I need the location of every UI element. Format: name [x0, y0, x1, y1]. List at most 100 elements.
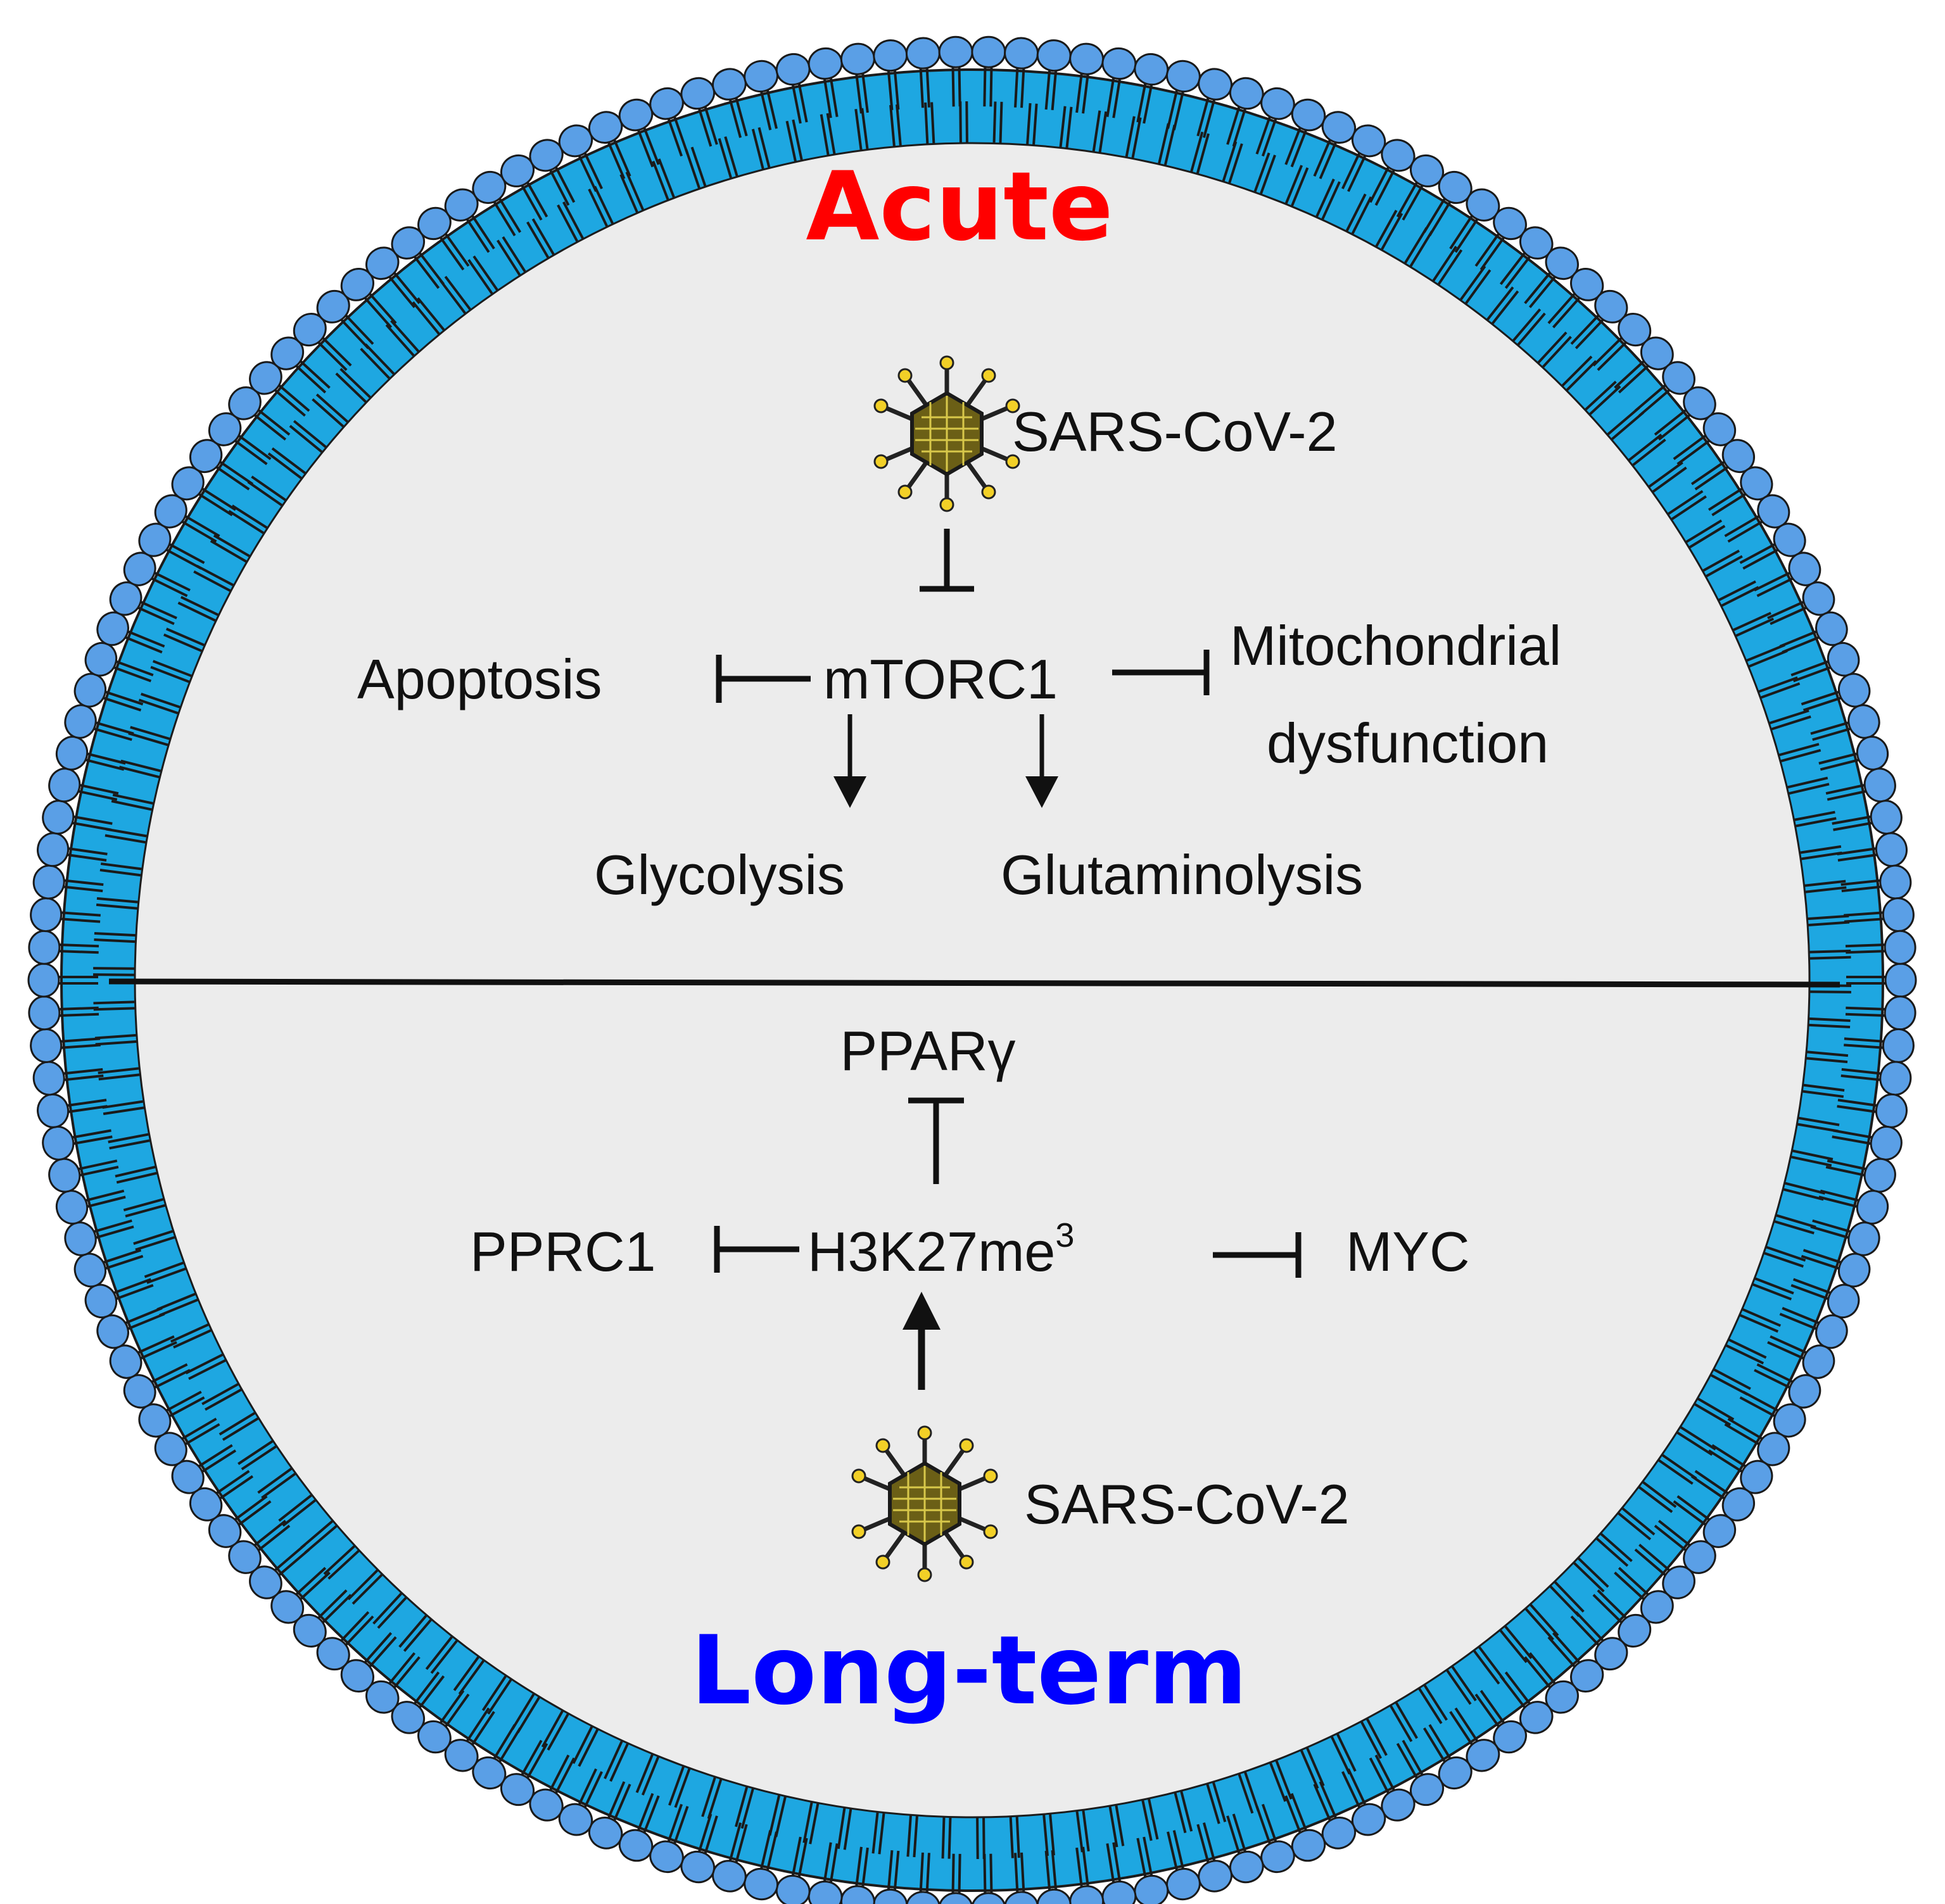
lipid-head [1882, 1028, 1915, 1063]
lipid-tail [822, 72, 832, 118]
lipid-head [1004, 37, 1039, 70]
lipid-tail [1718, 1340, 1764, 1365]
lipid-tail [99, 869, 149, 878]
lipid-tail [1369, 1757, 1393, 1800]
lipid-tail [144, 1259, 191, 1278]
lipid-tail [611, 134, 631, 177]
lipid-tail [229, 436, 268, 465]
lipid-head [48, 767, 81, 803]
lipid-tail [975, 1810, 979, 1860]
lipid-tail [1837, 1105, 1883, 1114]
virus-label-longterm: SARS-CoV-2 [1024, 1473, 1350, 1535]
lipid-head [905, 1891, 941, 1904]
lipid-tail [340, 310, 374, 345]
lipid-tail [674, 1761, 694, 1808]
lipid-tail [1051, 64, 1058, 110]
lipid-tail [1638, 1543, 1675, 1575]
lipid-tail [1473, 1640, 1505, 1681]
lipid-tail [1801, 688, 1846, 706]
lipid-tail [1721, 1335, 1767, 1359]
lipid-tail [526, 221, 554, 265]
lipid-tail [317, 332, 352, 367]
lipid-tail [1374, 1755, 1398, 1796]
lipid-tail [1594, 1527, 1633, 1563]
lipid-tail [657, 158, 678, 205]
lipid-tail [364, 343, 400, 381]
lipid-tail [1618, 360, 1654, 394]
lipid-tail [1441, 1663, 1472, 1705]
lipid-tail [1369, 161, 1393, 203]
lipid-tail [1711, 580, 1756, 605]
lipid-tail [1727, 517, 1768, 543]
lipid-tail [1810, 1225, 1855, 1241]
lipid-tail [1574, 314, 1609, 350]
lipid-tail [517, 1739, 543, 1781]
lipid-tail [304, 1520, 343, 1554]
lipid-tail [854, 108, 864, 158]
lipid-tail [148, 1368, 191, 1392]
lipid-tail [1735, 1305, 1782, 1327]
lipid-tail [146, 1363, 188, 1386]
lipid-tail [1499, 1620, 1533, 1660]
lipid-tail [1781, 783, 1830, 797]
lipid-tail [1799, 1050, 1849, 1057]
lipid-tail [809, 1796, 821, 1844]
lipid-tail [609, 1736, 632, 1782]
lipid-tail [906, 1808, 913, 1857]
glutaminolysis-label: Glutaminolysis [1001, 843, 1363, 906]
lipid-tail [196, 565, 241, 590]
lipid-tail [93, 1007, 143, 1011]
lipid-tail [1549, 1575, 1585, 1613]
lipid-tail [1143, 1836, 1154, 1882]
lipid-tail [1106, 1843, 1116, 1889]
lipid-tail [983, 61, 987, 107]
lipid-head [840, 42, 875, 75]
lipid-tail [148, 569, 191, 592]
lipid-tail [727, 1822, 742, 1867]
lipid-tail [1058, 106, 1067, 155]
lipid-tail [1844, 911, 1890, 917]
lipid-head [37, 1093, 70, 1128]
lipid-tail [1422, 192, 1449, 233]
lipid-tail [1386, 1698, 1413, 1743]
lipid-head [1166, 1867, 1201, 1901]
lipid-tail [1846, 949, 1892, 954]
lipid-head [808, 1880, 843, 1904]
lipid-tail [546, 164, 570, 206]
lipid-tail [1044, 64, 1051, 110]
lipid-tail [94, 938, 143, 943]
lipid-tail [295, 1572, 331, 1605]
lipid-tail [1832, 1135, 1877, 1146]
lipid-tail [196, 1449, 237, 1477]
lipid-tail [377, 1591, 412, 1629]
lipid-tail [1568, 1556, 1605, 1592]
lipid-head [55, 1190, 89, 1225]
lipid-tail [1673, 431, 1711, 460]
lipid-tail [467, 1711, 495, 1751]
lipid-tail [718, 138, 735, 186]
h3k27me3-text: H3K27me [808, 1220, 1055, 1283]
lipid-tail [1357, 1714, 1383, 1759]
lipid-tail [156, 1290, 203, 1311]
lipid-tail [1124, 116, 1136, 165]
lipid-tail [61, 1099, 107, 1108]
lipid-head [1875, 1093, 1908, 1128]
lipid-tail [163, 1396, 205, 1420]
lipid-tail [733, 91, 748, 137]
lipid-tail [213, 534, 257, 562]
lipid-tail [1792, 845, 1842, 855]
lipid-head [1863, 1157, 1896, 1193]
lipid-tail [1654, 405, 1692, 436]
lipid-tail [1695, 549, 1740, 576]
lipid-tail [896, 104, 903, 153]
lipid-tail [467, 210, 495, 249]
lipid-tail [820, 114, 831, 163]
lipid-tail [1714, 586, 1759, 610]
lipid-tail [843, 1801, 854, 1850]
lipid-tail [1528, 271, 1560, 308]
lipid-tail [1313, 134, 1334, 177]
lipid-tail [1787, 810, 1835, 823]
lipid-tail [1618, 1567, 1654, 1600]
lipid-tail [271, 447, 312, 479]
lipid-tail [1494, 1623, 1528, 1663]
